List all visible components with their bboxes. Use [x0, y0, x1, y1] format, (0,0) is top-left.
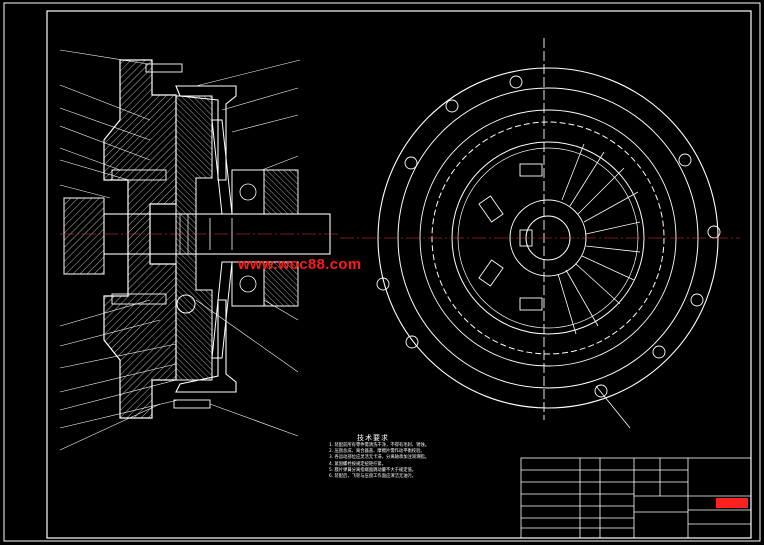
pressure-plate-section [175, 95, 213, 381]
tech-note: 4. 紧固螺栓按规定扭矩拧紧。 [329, 461, 387, 467]
spring-slots [478, 163, 543, 311]
release-sleeve [263, 169, 299, 215]
leader-lines [59, 49, 301, 451]
tech-note: 6. 装配后，飞轮与压盘工作面应清洁无油污。 [329, 474, 417, 480]
section-view [59, 49, 340, 451]
watermark-text: www.woc88.com [238, 256, 362, 273]
tech-requirements-title: 技术要求 [357, 434, 389, 442]
diaphragm-spring-section [211, 119, 233, 215]
cover-bolt-top [145, 63, 183, 73]
tech-note: 3. 各运动部位应灵活无卡滞，分离轴承加注润滑脂。 [329, 455, 429, 461]
tech-requirements-notes: 1. 装配前所有零件需清洗干净，不得有毛刺、锈蚀。 2. 压盘总成、离合器盖、摩… [329, 443, 429, 480]
front-view [340, 38, 740, 429]
tech-note: 1. 装配前所有零件需清洗干净，不得有毛刺、锈蚀。 [329, 443, 429, 448]
inner-border [46, 10, 752, 539]
title-block [520, 457, 752, 539]
flywheel-bolt [111, 293, 167, 305]
rivet-holes [376, 75, 721, 398]
outer-border [3, 2, 761, 542]
tech-note: 2. 压盘总成、离合器盖、摩擦片需作动平衡校验。 [329, 449, 425, 455]
release-bearing [231, 169, 265, 215]
stamp [716, 498, 748, 508]
clutch-cover-section [175, 85, 237, 181]
section-arrow [595, 385, 631, 429]
input-shaft-end [63, 197, 105, 275]
flywheel-section [103, 59, 177, 419]
diaphragm-fingers [557, 143, 641, 335]
pivot-circle [176, 294, 196, 314]
cover-bolt-bottom [173, 399, 211, 409]
tech-note: 5. 膜片弹簧分离指端面跳动量不大于规定值。 [329, 467, 417, 473]
